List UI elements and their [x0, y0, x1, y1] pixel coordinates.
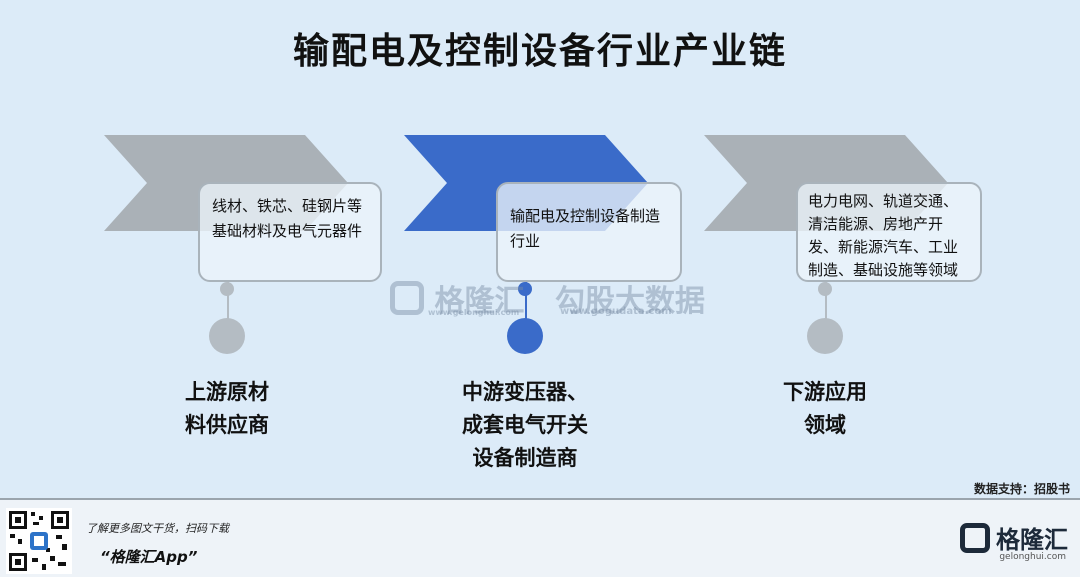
brand-url: gelonghui.com [999, 552, 1066, 562]
watermark-left-url: www.gelonghui.com [428, 308, 520, 317]
watermark-right-brand: 勾股大数据 [555, 284, 705, 319]
midstream-box: 输配电及控制设备制造行业 [496, 182, 682, 282]
midstream-stem [525, 281, 527, 321]
watermark-left: 格隆汇 [390, 276, 524, 320]
midstream-small-dot [518, 282, 532, 296]
upstream-node [209, 318, 245, 354]
watermark-left-brand: 格隆汇 [434, 284, 525, 319]
watermark-left-icon [390, 281, 424, 315]
watermark-right-url: www.gogudata.com [560, 306, 672, 317]
downstream-small-dot [818, 282, 832, 296]
midstream-node [507, 318, 543, 354]
footer-divider [0, 498, 1080, 500]
promo-line: 了解更多图文干货，扫码下载 [86, 522, 229, 535]
data-source: 数据支持：招股书 [973, 482, 1070, 496]
footer-brand: 格隆汇 [960, 520, 1068, 555]
brand-name: 格隆汇 [996, 526, 1068, 554]
upstream-box: 线材、铁芯、硅钢片等基础材料及电气元器件 [198, 182, 382, 282]
upstream-label: 上游原材 料供应商 [185, 380, 269, 437]
qr-code-icon[interactable] [6, 508, 72, 574]
downstream-box: 电力电网、轨道交通、清洁能源、房地产开发、新能源汽车、工业制造、基础设施等领域 [796, 182, 982, 282]
downstream-node [807, 318, 843, 354]
downstream-stem [825, 281, 827, 321]
footer [0, 500, 1080, 577]
midstream-label: 中游变压器、 成套电气开关 设备制造商 [462, 380, 588, 470]
downstream-label: 下游应用 领域 [783, 380, 867, 437]
upstream-small-dot [220, 282, 234, 296]
page-title: 输配电及控制设备行业产业链 [292, 31, 787, 72]
brand-logo-icon [960, 522, 990, 553]
promo-app-name: “格隆汇App” [100, 548, 198, 566]
upstream-stem [227, 281, 229, 321]
